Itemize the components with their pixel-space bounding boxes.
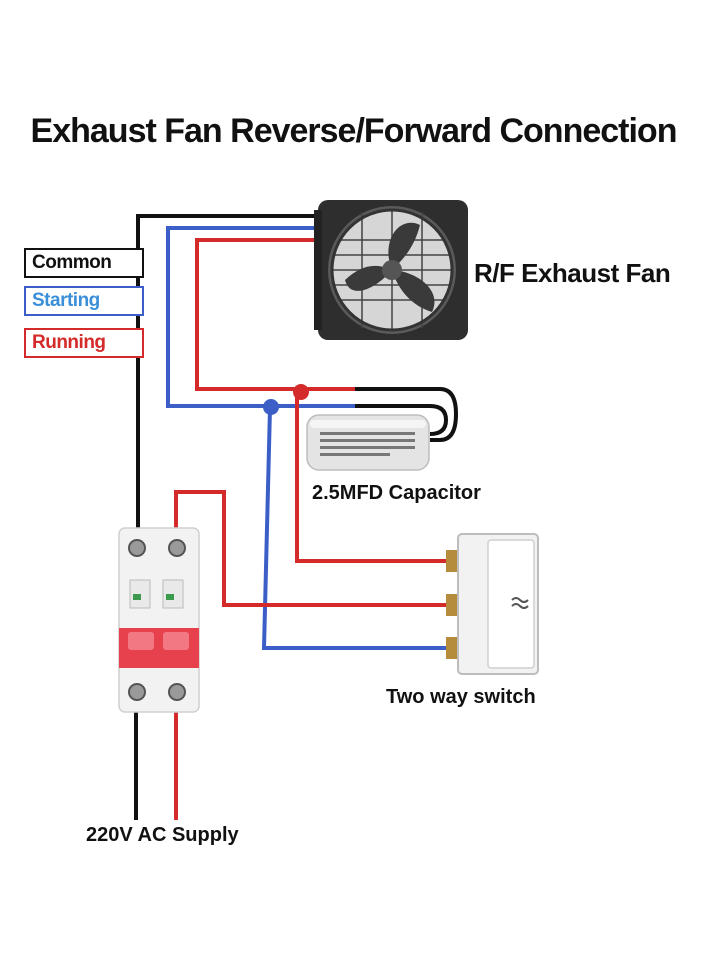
switch-label: Two way switch bbox=[386, 686, 536, 708]
wire-starting-switch bbox=[261, 407, 456, 650]
legend-starting: Starting bbox=[24, 286, 144, 316]
capacitor-label: 2.5MFD Capacitor bbox=[312, 482, 481, 504]
capacitor-lead-left bbox=[355, 387, 459, 442]
legend-common-label: Common bbox=[32, 252, 112, 273]
fan-label: R/F Exhaust Fan bbox=[474, 258, 671, 288]
two-way-switch bbox=[446, 533, 539, 675]
wire-live-switch bbox=[174, 490, 456, 607]
wire-running-fan bbox=[195, 238, 355, 391]
legend-running: Running bbox=[24, 328, 144, 358]
capacitor bbox=[306, 414, 430, 471]
capacitor-lead-right bbox=[355, 404, 449, 436]
junction-running bbox=[293, 384, 309, 400]
wire-running-switch bbox=[295, 392, 456, 563]
diagram-title: Exhaust Fan Reverse/Forward Connection bbox=[30, 112, 678, 150]
legend-running-label: Running bbox=[32, 332, 106, 353]
supply-label: 220V AC Supply bbox=[86, 824, 239, 846]
junction-starting bbox=[263, 399, 279, 415]
legend-common: Common bbox=[24, 248, 144, 278]
mcb-breaker bbox=[118, 527, 200, 713]
wire-common-fan bbox=[136, 214, 325, 548]
wire-starting-fan bbox=[166, 226, 355, 408]
exhaust-fan bbox=[314, 200, 468, 340]
legend-starting-label: Starting bbox=[32, 290, 100, 311]
